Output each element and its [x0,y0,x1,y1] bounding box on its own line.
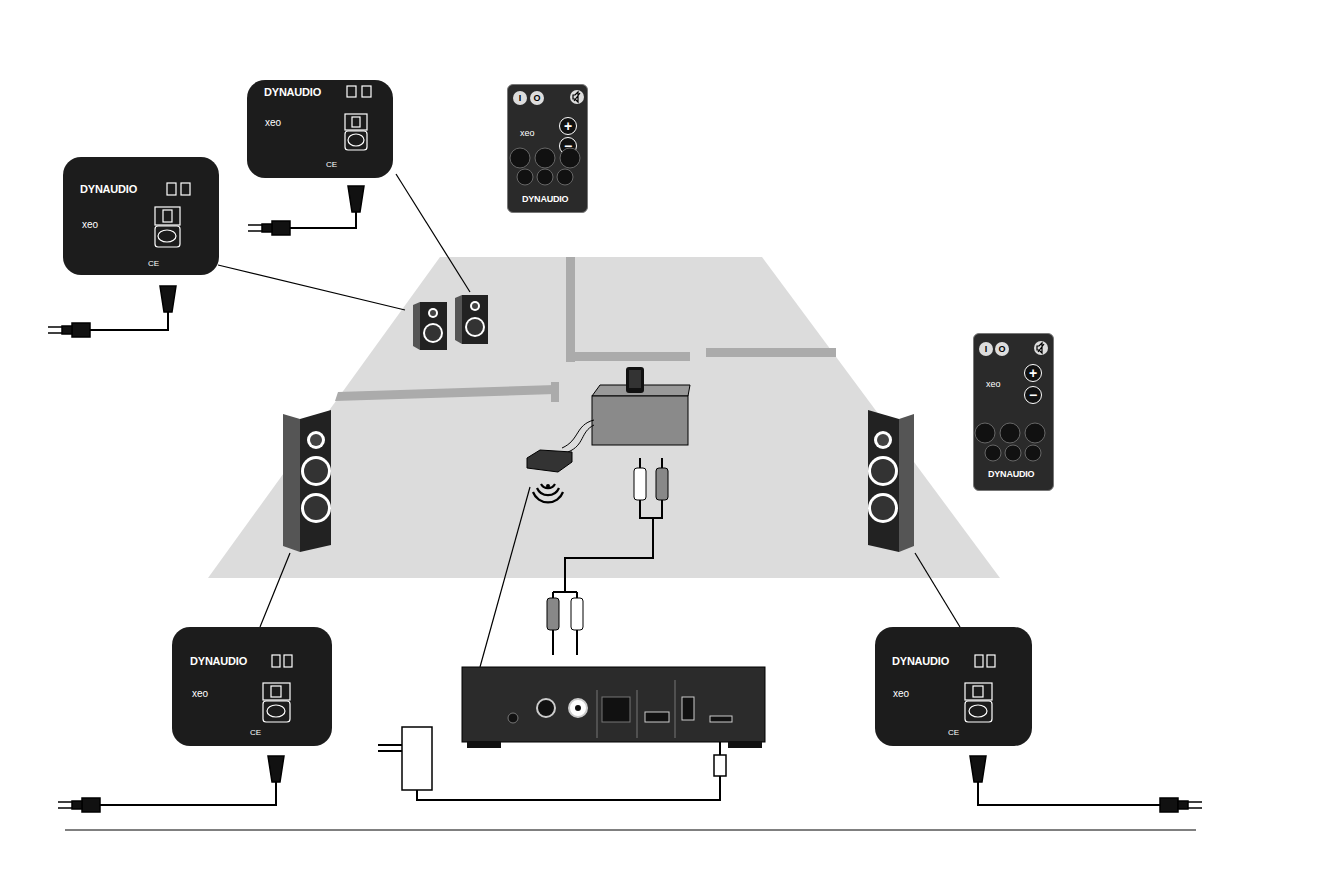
plugs [48,186,1202,812]
brand-logo: DYNAUDIO [988,470,1034,479]
model-mark: xeo [520,129,535,138]
brand-logo: DYNAUDIO [892,656,949,667]
page-rule [65,830,1196,831]
button-label: − [564,139,572,153]
brand-logo: DYNAUDIO [264,87,321,98]
remote-button: + [1024,364,1042,382]
transmitter-back-panel [462,667,765,748]
remote-button: O [530,91,544,105]
remote-control: xeoDYNAUDIO I O + − [507,84,588,213]
panel-sockets [155,86,995,722]
remote-button: O [995,342,1009,356]
dock-and-transmitter [527,367,690,502]
model-mark: xeo [986,380,1001,389]
power-cords [90,212,1160,805]
model-mark: CE [948,729,959,737]
remote-button: I [513,91,527,105]
model-mark: xeo [82,220,98,230]
room-walls [335,257,836,402]
room-floor [208,257,1000,578]
brand-logo: DYNAUDIO [522,195,568,204]
button-label: O [533,94,540,103]
button-label: I [519,94,522,103]
model-mark: xeo [192,689,208,699]
mute-icons [573,92,1044,353]
leader-lines [218,174,960,667]
model-mark: CE [326,161,337,169]
rca-cable [547,458,668,655]
remote-button: + [559,117,577,135]
remote-control: xeoDYNAUDIO I O + − [973,333,1054,491]
button-label: − [1029,388,1037,402]
brand-logo: DYNAUDIO [80,184,137,195]
speaker-rear-panel: DYNAUDIO xeoCE [875,627,1032,746]
model-mark: CE [148,260,159,268]
model-mark: xeo [265,118,281,128]
speaker-rear-panel: DYNAUDIO xeoCE [172,627,332,746]
speaker-rear-panel: DYNAUDIO xeoCE [63,157,219,275]
speaker-rear-panel: DYNAUDIO xeoCE [247,80,393,178]
button-label: I [985,345,988,354]
brand-logo: DYNAUDIO [190,656,247,667]
power-adapter [378,727,726,800]
remote-button: − [559,137,577,155]
model-mark: CE [250,729,261,737]
button-label: O [998,345,1005,354]
button-label: + [1029,366,1037,380]
model-mark: xeo [893,689,909,699]
remote-buttons [510,90,1048,461]
remote-button: I [979,342,993,356]
bookshelf-speakers [413,295,488,350]
button-label: + [564,119,572,133]
remote-button: − [1024,386,1042,404]
